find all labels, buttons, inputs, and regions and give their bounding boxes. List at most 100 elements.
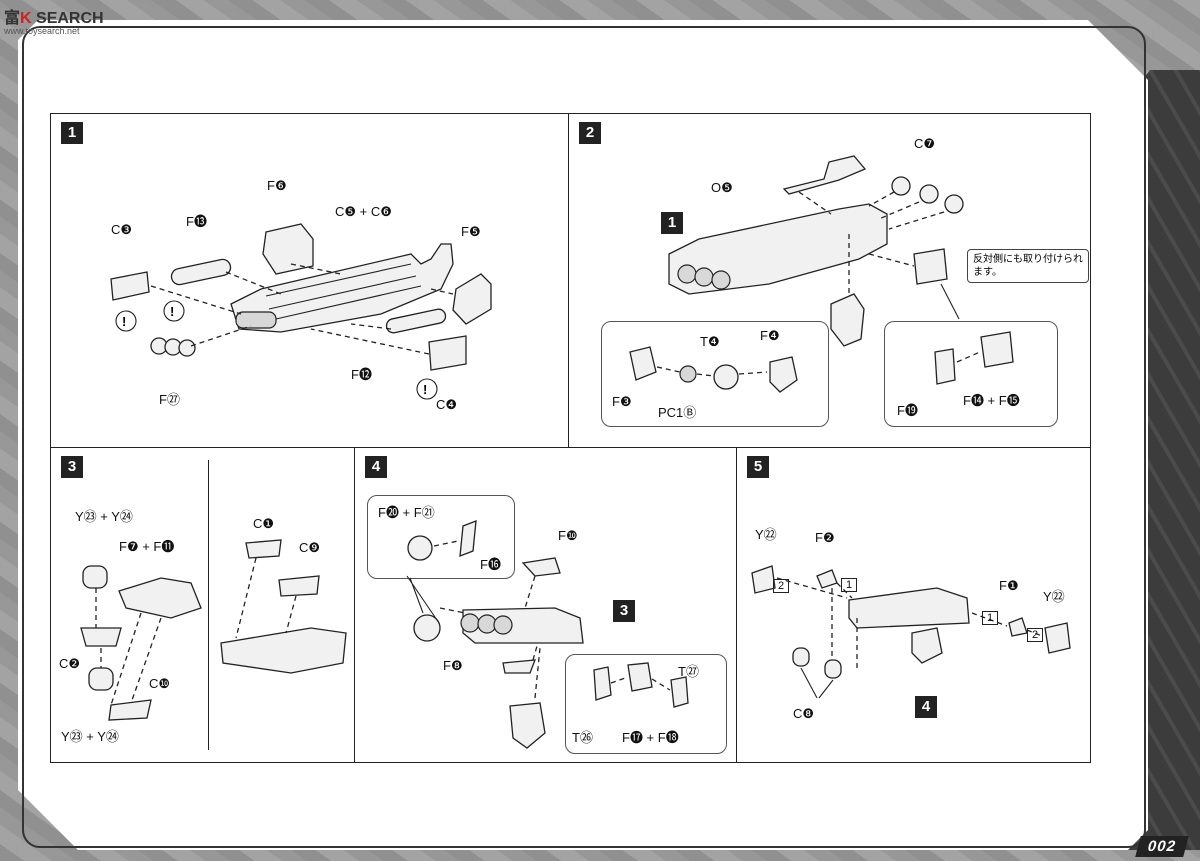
ref-step-1-badge: 1 xyxy=(661,212,683,234)
part-c1 xyxy=(245,539,282,559)
svg-text:!: ! xyxy=(170,304,174,319)
order-badge-2-left: 2 xyxy=(773,579,790,593)
label-f1: F❶ xyxy=(999,578,1019,593)
label-c10: C❿ xyxy=(149,676,171,691)
main-barrel-part xyxy=(230,243,454,333)
label-c1: C❶ xyxy=(253,516,275,531)
ref-step-3-badge: 3 xyxy=(613,600,635,622)
label-f4: F❹ xyxy=(760,328,780,343)
label-c7: C❼ xyxy=(914,136,936,151)
svg-text:!: ! xyxy=(122,314,126,329)
label-y23-y24-top: Y㉓ + Y㉔ xyxy=(75,509,133,524)
label-f3: F❸ xyxy=(612,394,632,409)
attach-note: 反対側にも取り付けられます。 xyxy=(967,249,1089,283)
part-f8 xyxy=(502,659,536,674)
step-4-panel: 4 F⓴ + F㉑ F⓰ F❿ 3 F❽ T㉗ T㉖ F⓱ + F⓲ xyxy=(354,447,738,763)
step-2-diagram xyxy=(668,155,964,347)
part-y22-left xyxy=(751,565,776,594)
order-badge-1-right: 1 xyxy=(982,611,999,625)
label-c3: C❸ xyxy=(111,222,133,237)
part-y23-bottom xyxy=(88,667,114,691)
part-o5 xyxy=(782,155,867,195)
label-y22-right: Y㉒ xyxy=(1043,589,1065,604)
part-c9 xyxy=(278,575,320,597)
order-badge-1-left: 1 xyxy=(841,578,858,592)
part-f7-f11 xyxy=(118,577,202,619)
part-f13 xyxy=(170,258,232,286)
label-c9: C❾ xyxy=(299,540,321,555)
part-c3 xyxy=(110,271,150,301)
label-f6: F❻ xyxy=(267,178,287,193)
step-number: 2 xyxy=(579,122,601,144)
label-f5: F❺ xyxy=(461,224,481,239)
divider xyxy=(208,460,209,750)
label-c2: C❷ xyxy=(59,656,81,671)
label-y22-left: Y㉒ xyxy=(755,527,777,542)
part-f2 xyxy=(816,569,838,589)
joint-sub-panel: F❸ PC1Ⓑ T❹ F❹ xyxy=(601,321,829,427)
part-y23-top xyxy=(82,565,108,589)
logo-accent: K xyxy=(20,10,32,27)
label-f19: F⓳ xyxy=(897,403,918,418)
step-3-panel: 3 Y㉓ + Y㉔ F❼ + F⓫ C❶ C❾ C❷ C❿ Y㉓ + Y㉔ xyxy=(50,447,356,763)
step-1-diagram: ! ! ! xyxy=(110,223,492,400)
label-f7-f11: F❼ + F⓫ xyxy=(119,539,175,554)
warning-icon: ! xyxy=(115,310,137,332)
label-f13: F⓭ xyxy=(186,214,207,229)
hip-joint xyxy=(509,702,546,749)
site-logo[interactable]: 富K SEARCH www.toysearch.net xyxy=(4,4,104,36)
part-f27 xyxy=(150,337,196,357)
label-t4: T❹ xyxy=(700,334,720,349)
part-c7 xyxy=(891,176,964,214)
label-t26: T㉖ xyxy=(572,730,593,745)
ref-step-4-badge: 4 xyxy=(915,696,937,718)
part-f10 xyxy=(521,557,561,577)
step-number: 5 xyxy=(747,456,769,478)
step-number: 4 xyxy=(365,456,387,478)
assembled-barrel-part xyxy=(668,203,888,295)
label-f2: F❷ xyxy=(815,530,835,545)
label-c5-c6: C❺ + C❻ xyxy=(335,204,392,219)
step-3-diagram xyxy=(80,539,347,721)
part-c4 xyxy=(428,335,467,371)
part-c10 xyxy=(108,699,152,721)
warning-icon: ! xyxy=(416,378,438,400)
step-number: 1 xyxy=(61,122,83,144)
label-o5: O❺ xyxy=(711,180,733,195)
svg-text:!: ! xyxy=(423,382,427,397)
step-2-panel: 2 C❼ O❺ 1 反対側にも取り付けられます。 F❸ PC1Ⓑ T❹ F❹ xyxy=(568,113,1091,449)
logo-brand: SEARCH xyxy=(36,10,104,27)
part-joint xyxy=(830,293,865,347)
label-f27: F㉗ xyxy=(159,392,180,407)
label-f12: F⓬ xyxy=(351,367,372,382)
label-f8: F❽ xyxy=(443,658,463,673)
label-c8: C❽ xyxy=(793,706,815,721)
label-pc1b: PC1Ⓑ xyxy=(658,405,697,420)
step-5-diagram xyxy=(751,565,1071,699)
step-4-diagram xyxy=(406,557,584,749)
hip-sub-panel: T㉗ T㉖ F⓱ + F⓲ xyxy=(565,654,727,754)
order-badge-2-right: 2 xyxy=(1027,628,1044,642)
label-f17-f18: F⓱ + F⓲ xyxy=(622,730,679,745)
weapon-assembly xyxy=(848,587,970,629)
label-f16: F⓰ xyxy=(480,557,501,572)
assembled-hull xyxy=(220,627,347,674)
part-f6 xyxy=(262,223,314,275)
part-f5 xyxy=(452,273,492,325)
part-c2 xyxy=(80,627,122,647)
label-f20-f21: F⓴ + F㉑ xyxy=(378,505,435,520)
part-sight xyxy=(413,614,441,642)
label-c4: C❹ xyxy=(436,397,458,412)
part-f1 xyxy=(1008,617,1028,637)
logo-url: www.toysearch.net xyxy=(4,26,80,36)
part-f12 xyxy=(385,308,447,334)
label-y23-y24-bottom: Y㉓ + Y㉔ xyxy=(61,729,119,744)
part-f19-cover xyxy=(913,248,948,285)
logo-glyph: 富 xyxy=(4,10,21,27)
step-5-panel: 5 Y㉒ F❷ F❶ Y㉒ C❽ 4 2 1 1 2 xyxy=(736,447,1091,763)
step-number: 3 xyxy=(61,456,83,478)
hip-assembly xyxy=(911,627,943,664)
label-f10: F❿ xyxy=(558,528,578,543)
label-f14-f15: F⓮ + F⓯ xyxy=(963,393,1020,408)
step-1-panel: 1 ! ! ! C❸ F⓭ F❻ C❺ + C❻ F❺ F㉗ F⓬ C❹ xyxy=(50,113,570,449)
